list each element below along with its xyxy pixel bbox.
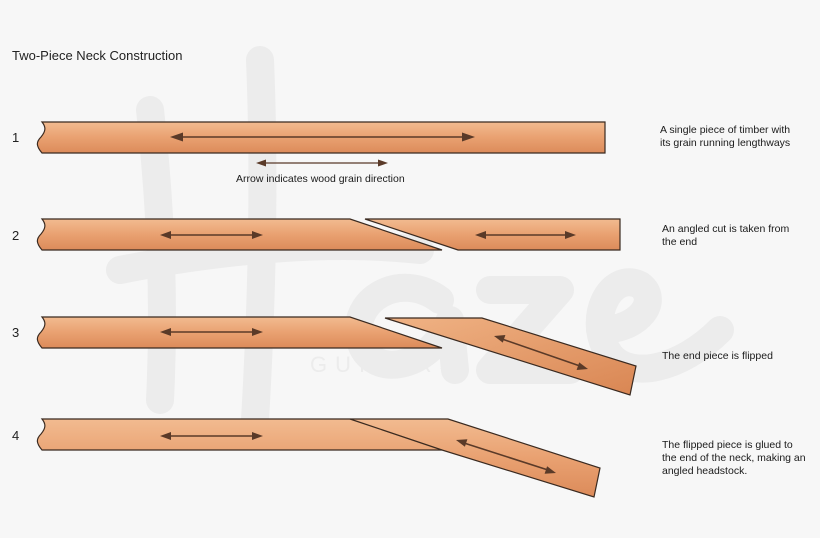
step-description-line: The flipped piece is glued to bbox=[662, 439, 793, 451]
step-2: 2 An angled cut is taken from the end bbox=[12, 218, 792, 251]
step-4: 4 The flipped piece is glued to the end … bbox=[12, 418, 809, 498]
grain-arrow bbox=[170, 132, 475, 142]
grain-arrow bbox=[475, 231, 576, 239]
flipped-end-piece bbox=[384, 317, 637, 396]
legend-arrow bbox=[256, 159, 388, 167]
legend-label: Arrow indicates wood grain direction bbox=[236, 173, 405, 185]
step-description-line: angled headstock. bbox=[662, 465, 747, 477]
step-number: 3 bbox=[12, 325, 19, 340]
grain-arrow bbox=[160, 432, 263, 440]
step-1: 1 Arrow indicates wood grain direction A… bbox=[12, 121, 793, 185]
watermark-subtitle: GUITARS bbox=[310, 352, 462, 377]
grain-arrow bbox=[456, 439, 556, 474]
glue-joint bbox=[349, 418, 443, 451]
step-description: An angled cut is taken from the end bbox=[662, 223, 792, 248]
step-number: 4 bbox=[12, 428, 19, 443]
assembled-neck bbox=[36, 418, 601, 498]
step-number: 1 bbox=[12, 130, 19, 145]
grain-arrow bbox=[494, 335, 588, 370]
step-description-line: The end piece is flipped bbox=[662, 350, 773, 362]
step-description: The flipped piece is glued to the end of… bbox=[662, 439, 809, 477]
step-description-line: An angled cut is taken from bbox=[662, 223, 789, 235]
page-title: Two-Piece Neck Construction bbox=[12, 48, 183, 63]
step-number: 2 bbox=[12, 228, 19, 243]
step-description-line: A single piece of timber with bbox=[660, 124, 790, 136]
step-3: 3 The end piece is flipped bbox=[12, 316, 773, 396]
step-description-line: the end bbox=[662, 236, 697, 248]
grain-arrow bbox=[160, 328, 263, 336]
step-description-line: its grain running lengthways bbox=[660, 137, 790, 149]
step-description-line: the end of the neck, making an bbox=[662, 452, 806, 464]
step-description: The end piece is flipped bbox=[662, 350, 773, 362]
step-description: A single piece of timber with its grain … bbox=[660, 124, 793, 149]
grain-arrow bbox=[160, 231, 263, 239]
